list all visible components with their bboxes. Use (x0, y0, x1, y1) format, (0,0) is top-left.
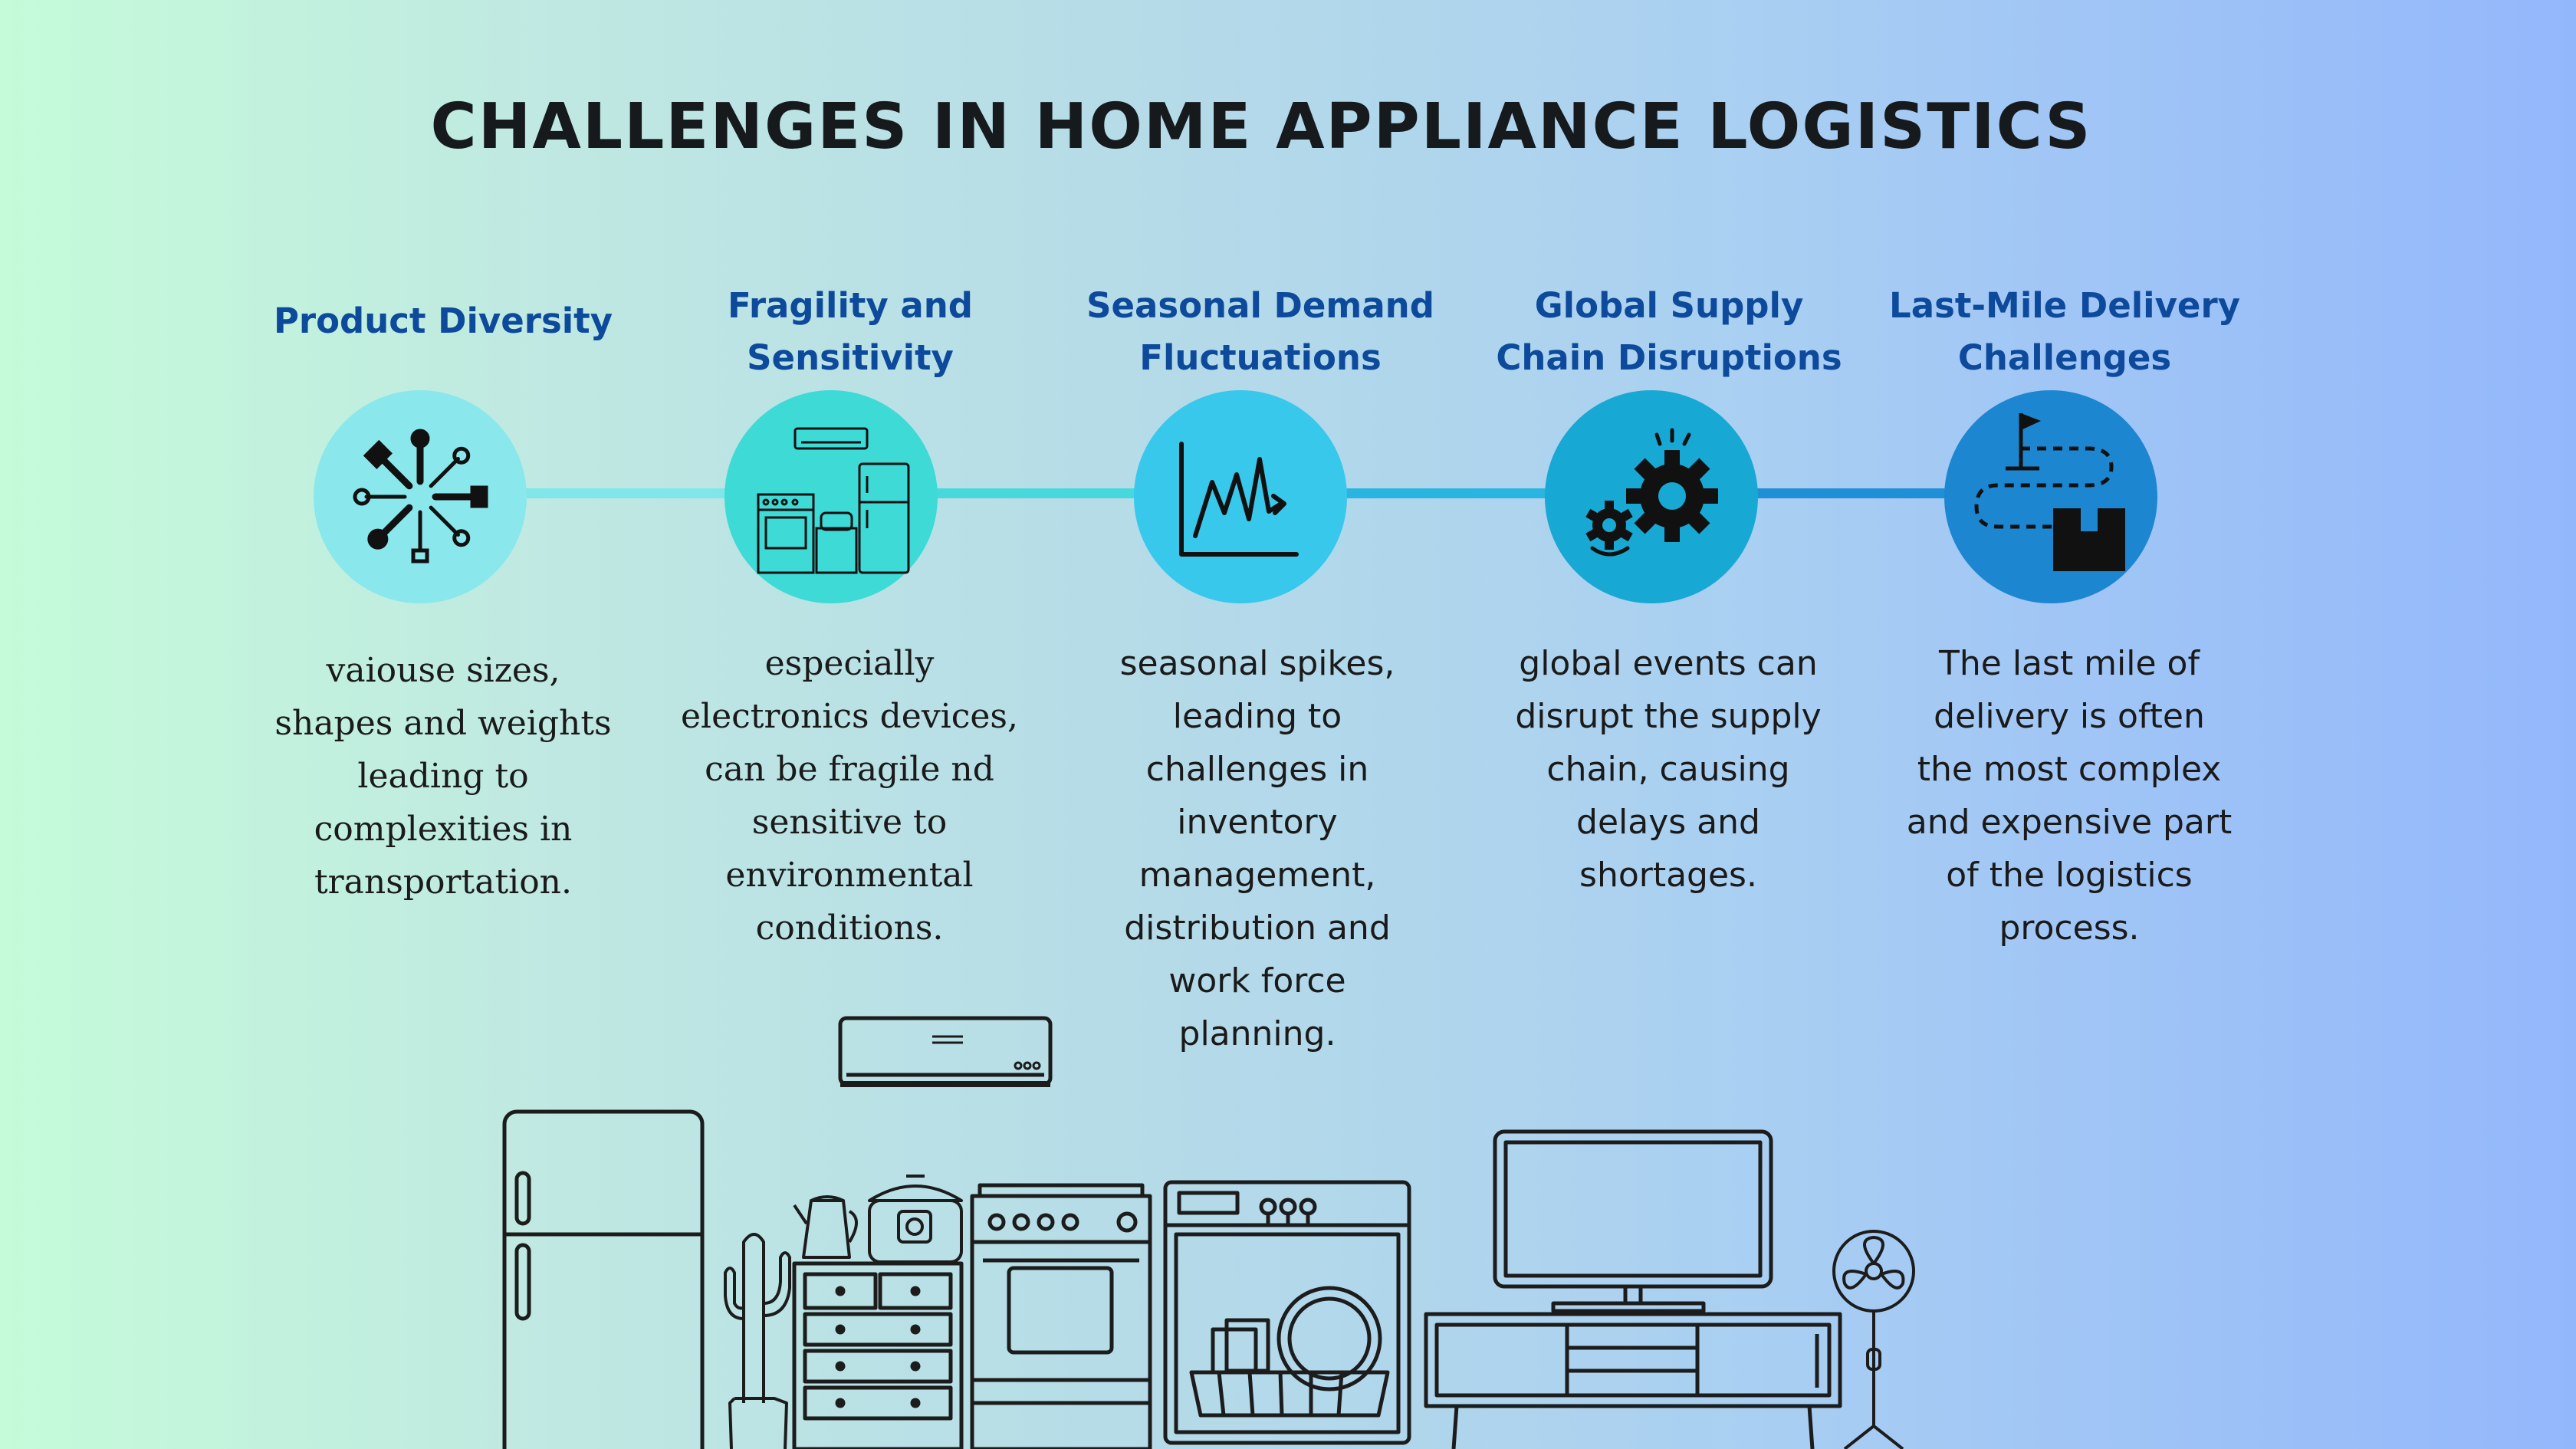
fan-icon (1832, 1230, 1915, 1449)
refrigerator-icon (502, 1109, 705, 1449)
challenge-title-1: Product Diversity (273, 301, 613, 341)
connector-1 (526, 488, 725, 498)
air-conditioner-icon (838, 1016, 1053, 1087)
challenge-desc-3: seasonal spikes, leading to challenges i… (1119, 644, 1395, 1053)
cactus-icon (724, 1233, 791, 1449)
challenge-desc-5: The last mile of delivery is often the m… (1906, 644, 2233, 948)
dresser-icon (792, 1261, 964, 1449)
stove-icon (970, 1183, 1152, 1449)
challenge-title-2: Fragility and Sensitivity (727, 285, 974, 378)
tv-cabinet-icon (1424, 1312, 1842, 1449)
tv-icon (1493, 1129, 1773, 1313)
kettle-icon (793, 1195, 858, 1259)
pressure-cooker-icon (868, 1175, 963, 1263)
last-mile-circle (1944, 390, 2157, 603)
route-box-icon (1974, 413, 2125, 571)
challenge-desc-2: especially electronics devices, can be f… (681, 644, 1018, 948)
appliances-icon (757, 427, 910, 574)
line-chart-icon (1179, 442, 1299, 557)
challenge-desc-4: global events can disrupt the supply cha… (1515, 644, 1822, 895)
page-title: CHALLENGES IN HOME APPLIANCE LOGISTICS (430, 90, 2092, 163)
seasonal-circle (1134, 390, 1347, 603)
dishwasher-icon (1163, 1180, 1411, 1445)
connector-4 (1757, 488, 1946, 498)
fragility-circle (724, 390, 938, 603)
supply-chain-circle (1545, 390, 1758, 603)
challenge-desc-1: vaiouse sizes, shapes and weights leadin… (274, 651, 612, 902)
tools-circle-icon (353, 429, 488, 564)
challenge-title-5: Last-Mile Delivery Challenges (1889, 285, 2240, 378)
product-diversity-circle (314, 390, 527, 603)
connector-2 (937, 488, 1135, 498)
gears-icon (1585, 428, 1718, 557)
challenge-title-3: Seasonal Demand Fluctuations (1086, 285, 1434, 378)
challenge-title-4: Global Supply Chain Disruptions (1496, 285, 1842, 378)
connector-3 (1346, 488, 1546, 498)
